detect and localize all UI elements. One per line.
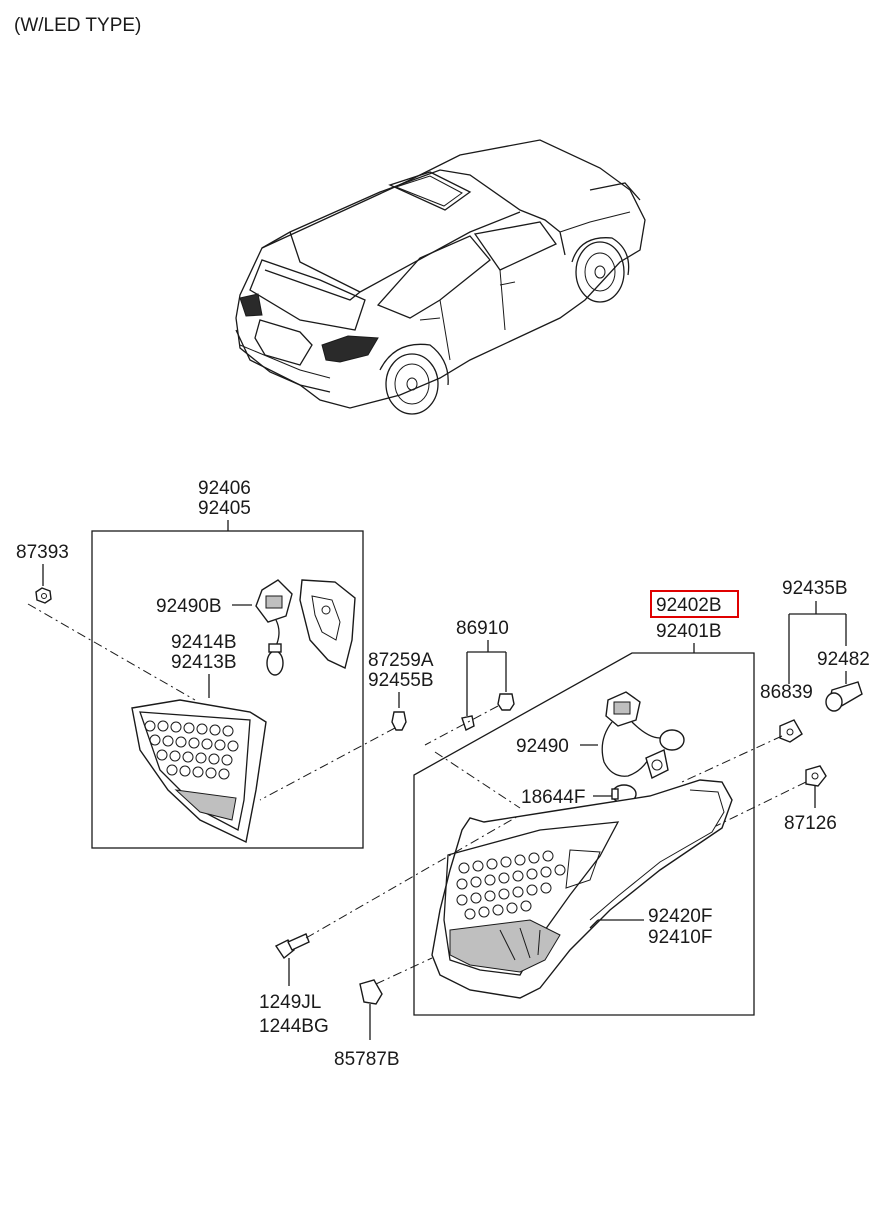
pad-85787B: [359, 979, 383, 1005]
highlight-92402B: [650, 590, 739, 618]
label-1249JL: 1249JL: [259, 992, 321, 1013]
bolt-1249JL: [274, 933, 310, 960]
left-led-lamp: [131, 699, 267, 844]
right-assembly-box: [413, 652, 755, 1016]
screw-87259A: [391, 711, 407, 731]
label-92413B: 92413B: [171, 652, 237, 673]
diagram-title: (W/LED TYPE): [14, 15, 141, 36]
wiring-92490: [601, 691, 685, 779]
label-92406: 92406: [198, 478, 251, 499]
label-92490: 92490: [516, 736, 569, 757]
label-87393: 87393: [16, 542, 69, 563]
label-87126: 87126: [784, 813, 837, 834]
label-86910: 86910: [456, 618, 509, 639]
label-87259A: 87259A: [368, 650, 434, 671]
label-92455B: 92455B: [368, 670, 434, 691]
grommet-86839: [779, 719, 803, 743]
label-1244BG: 1244BG: [259, 1016, 329, 1037]
left-assembly-box: [91, 530, 364, 849]
label-92410F: 92410F: [648, 927, 712, 948]
right-led-lamp: [431, 779, 733, 999]
label-18644F: 18644F: [521, 787, 585, 808]
gasket: [299, 579, 356, 669]
retainer-87393: [35, 587, 52, 604]
label-92490B: 92490B: [156, 596, 222, 617]
label-92405: 92405: [198, 498, 251, 519]
label-92435B: 92435B: [782, 578, 848, 599]
nut-87126: [805, 765, 827, 787]
label-92420F: 92420F: [648, 906, 712, 927]
label-92402B: 92402B: [656, 595, 722, 616]
label-92414B: 92414B: [171, 632, 237, 653]
label-86839: 86839: [760, 682, 813, 703]
socket-92490B: [255, 579, 293, 676]
clip-86910: [461, 693, 515, 731]
vehicle-illustration: [235, 139, 646, 415]
label-92482: 92482: [817, 649, 870, 670]
cap-92482: [825, 681, 863, 712]
label-85787B: 85787B: [334, 1049, 400, 1070]
label-92401B: 92401B: [656, 621, 722, 642]
